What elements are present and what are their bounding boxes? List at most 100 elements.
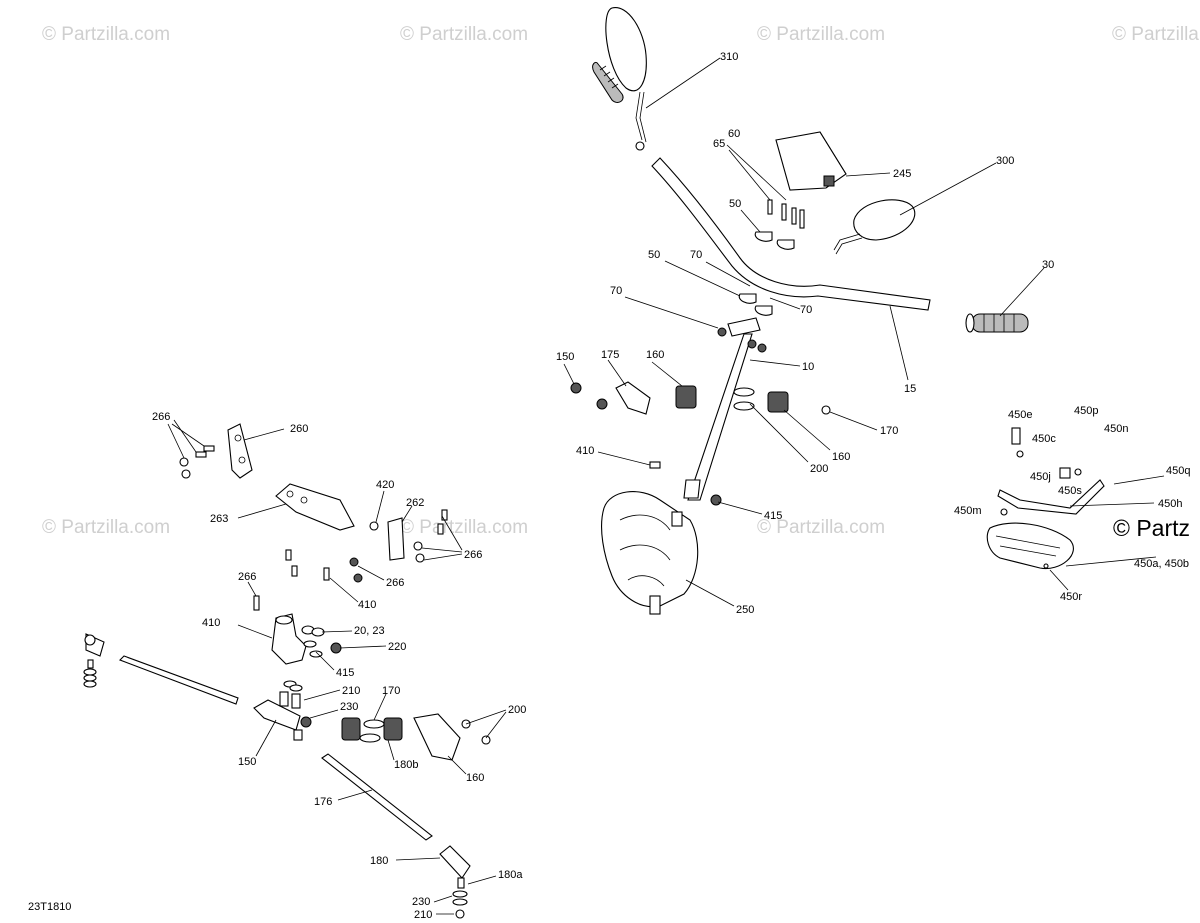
callout-label: 410 [202,617,220,629]
bolt-410-left-part [253,595,260,611]
callout-label: 170 [382,685,400,697]
watermark: © Partzilla.com [757,517,885,538]
callout-label: 15 [904,383,916,395]
callout-label: 160 [832,451,850,463]
diagram-code: 23T1810 [28,901,71,913]
bracket-262-part [349,509,448,583]
callout-label: 450q [1166,465,1190,477]
watermark: © Partzilla.com [757,24,885,45]
callout-label: 450r [1060,591,1082,603]
callout-label: 150 [238,756,256,768]
callout-label: 262 [406,497,424,509]
callout-label: 60 [728,128,740,140]
callout-label: 450a, 450b [1134,558,1189,570]
callout-label: 450c [1032,433,1056,445]
handlebar-pad-part [775,131,847,191]
callout-label: 20, 23 [354,625,385,637]
callout-label: 160 [466,772,484,784]
callout-label: 300 [996,155,1014,167]
callout-label: 410 [576,445,594,457]
callout-label: 50 [729,198,741,210]
callout-label: 170 [880,425,898,437]
bushing-160-lower-part [341,717,403,743]
tie-rod-left-part [119,655,239,705]
nut-415-part [710,494,722,506]
callout-label: 176 [314,796,332,808]
watermark-corner: © Partz [1113,515,1190,541]
callout-label: 50 [648,249,660,261]
callout-label: 260 [290,423,308,435]
watermark: © Partzilla.com [1112,24,1200,45]
tie-rod-end-left-part [83,633,105,688]
callout-label: 70 [690,249,702,261]
hand-guard-part [986,427,1105,570]
bolt-410-part [649,461,661,469]
callout-label: 210 [414,909,432,921]
bracket-263-part [275,483,355,531]
callout-label: 10 [802,361,814,373]
bushing-160-part [675,385,789,413]
bracket-175-part [615,381,651,415]
watermark-layer: © Partzilla.com © Partzilla.com © Partzi… [42,24,1200,541]
leader-lines [167,57,1165,915]
callout-label: 175 [601,349,619,361]
callout-label: 420 [376,479,394,491]
bolts-266-part [179,445,215,479]
callout-label: 70 [800,304,812,316]
watermark: © Partzilla.com [400,517,528,538]
callout-label: 160 [646,349,664,361]
callout-label: 245 [893,168,911,180]
callout-label: 200 [810,463,828,475]
watermark: © Partzilla.com [400,24,528,45]
right-grip-part [965,313,1029,333]
callout-label: 266 [386,577,404,589]
callout-label: 450n [1104,423,1128,435]
bolts-60-65-part [767,199,805,229]
callout-label: 263 [210,513,228,525]
callout-label: 415 [764,510,782,522]
callout-label: 200 [508,704,526,716]
left-grip-part [592,61,624,103]
callout-labels: 310 60 65 245 300 50 50 70 70 70 30 15 1… [28,51,1190,921]
callout-label: 30 [1042,259,1054,271]
callout-label: 230 [412,896,430,908]
watermark: © Partzilla.com [42,24,170,45]
nut-170-part [821,405,831,415]
callout-label: 180 [370,855,388,867]
power-steering-unit-part [601,491,699,615]
callout-label: 310 [720,51,738,63]
callout-label: 415 [336,667,354,679]
bolts-266-mid-part [285,549,330,581]
tie-rod-end-180a-part [439,845,471,919]
callout-label: 450e [1008,409,1032,421]
callout-label: 266 [464,549,482,561]
callout-label: 180b [394,759,418,771]
callout-label: 410 [358,599,376,611]
small-hardware-mid-part [283,680,312,728]
callout-label: 450h [1158,498,1182,510]
callout-label: 220 [388,641,406,653]
callout-label: 230 [340,701,358,713]
clamp-50-part [738,231,795,316]
callout-label: 266 [238,571,256,583]
watermark: © Partzilla.com [42,517,170,538]
callout-label: 450p [1074,405,1098,417]
callout-label: 65 [713,138,725,150]
callout-label: 70 [610,285,622,297]
column-nuts-part [717,327,767,353]
callout-label: 450m [954,505,982,517]
right-mirror-part [833,199,916,255]
bracket-176-part [413,713,491,761]
callout-label: 210 [342,685,360,697]
washers-220-part [301,625,342,658]
callout-label: 250 [736,604,754,616]
callout-label: 450s [1058,485,1082,497]
parts-layer [83,7,1105,919]
callout-label: 450j [1030,471,1051,483]
left-mirror-part [605,7,647,151]
callout-label: 180a [498,869,523,881]
bracket-260-part [227,423,253,479]
washer-200-part [733,387,755,411]
callout-label: 150 [556,351,574,363]
